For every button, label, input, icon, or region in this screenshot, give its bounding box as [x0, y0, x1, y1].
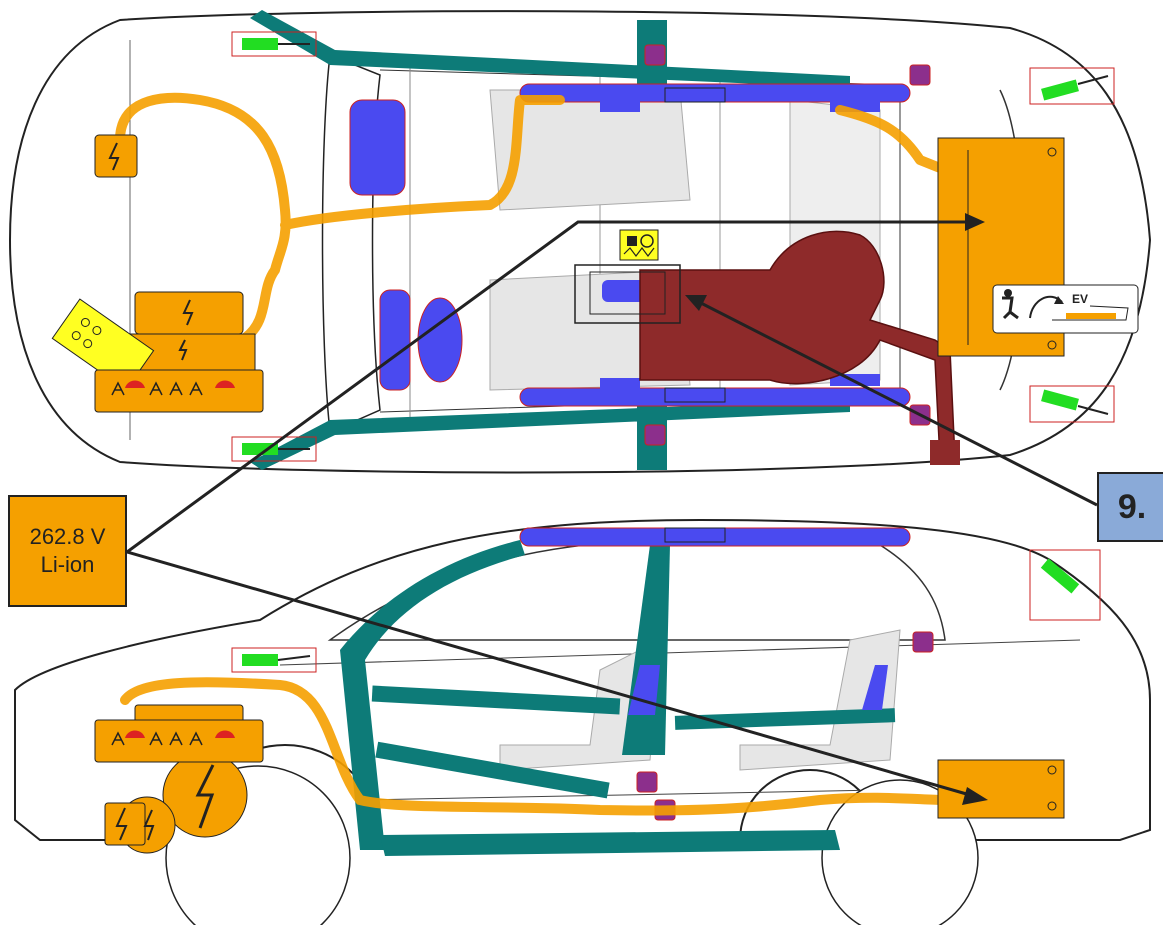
a-pillar-reinforcement-upper [250, 10, 850, 88]
side-airbag [600, 100, 640, 112]
hv-lightning-icon [115, 807, 128, 841]
inflator-side [912, 631, 934, 653]
reference-number: 9. [1117, 487, 1147, 526]
battery-bolt [1047, 801, 1057, 811]
side-view-beltline [279, 639, 1081, 666]
side-curtain-inflator [664, 527, 726, 543]
ev-rescue-pictogram: EV [992, 284, 1139, 334]
hv-warning-strip [94, 369, 264, 413]
cut-zone-icons [111, 381, 203, 396]
center-airbag [602, 280, 650, 302]
door-beam [371, 685, 621, 715]
tailgate-gas-strut [1029, 385, 1115, 423]
reference-number-callout: 9. [1097, 472, 1163, 542]
red-helmet-icon [125, 380, 145, 388]
tailgate-gas-strut-side [1029, 549, 1101, 621]
arrow-to-side-battery [126, 550, 971, 797]
sill-reinforcement [380, 830, 840, 856]
control-unit-highlight-inner [589, 271, 666, 315]
fuel-tank-filler [930, 440, 960, 465]
control-unit-highlight [574, 264, 681, 324]
inflator [644, 44, 666, 66]
arrowhead [962, 787, 988, 805]
arrowhead [965, 213, 985, 231]
a-pillar-reinforcement-side [340, 540, 525, 850]
arrowheads [685, 213, 988, 805]
inflator [644, 424, 666, 446]
arrow-to-control-unit [694, 298, 1098, 507]
hood-gas-strut-side [231, 647, 317, 673]
hv-cable-top [115, 92, 950, 343]
side-thorax-airbag-rear [862, 665, 888, 710]
knee-airbag [349, 99, 406, 196]
red-helmet-icon [215, 380, 235, 388]
battery-bolt [1047, 340, 1057, 350]
inflator-side [636, 771, 658, 793]
fuel-tank [639, 230, 956, 461]
gas-strut [231, 31, 317, 57]
hv-lightning-icon [108, 142, 120, 171]
red-helmet-icon [125, 730, 145, 738]
callout-arrows [126, 220, 1098, 797]
top-view: EV [8, 10, 1152, 474]
side-view [14, 518, 1151, 925]
curtain-inflator-left [664, 387, 726, 403]
hv-traction-battery-side [937, 759, 1065, 819]
tailgate-gas-strut [1029, 67, 1115, 105]
hv-warning-strip-side [94, 719, 264, 763]
hv-lightning-icon [178, 339, 188, 361]
arrow-to-top-battery [126, 220, 970, 554]
ev-label: EV [1072, 292, 1088, 306]
arrowhead [685, 295, 707, 311]
inflator [909, 64, 931, 86]
curtain-inflator-right [664, 87, 726, 103]
battery-voltage: 262.8 V [29, 524, 106, 549]
hv-junction-box [94, 134, 138, 178]
a-pillar-reinforcement-lower [250, 400, 850, 470]
hv-lightning-icon [182, 299, 194, 326]
hv-lightning-icon [195, 764, 215, 829]
battery-bolt [1047, 765, 1057, 775]
hv-cable-side [120, 677, 950, 816]
door-beam [375, 741, 610, 799]
airbag-control-unit [619, 229, 659, 261]
red-helmet-icon [215, 730, 235, 738]
dashboard-airbag [379, 289, 411, 391]
side-airbag [600, 378, 640, 390]
side-rear-seat [739, 629, 901, 771]
gas-strut [231, 436, 317, 462]
cut-zone-icons-side [111, 731, 203, 746]
battery-callout: 262.8 V Li-ion [8, 495, 127, 607]
side-view-sill-line [359, 789, 881, 801]
battery-chemistry: Li-ion [40, 552, 95, 577]
hv-lightning-icon [143, 809, 155, 841]
battery-bolt [1047, 147, 1057, 157]
